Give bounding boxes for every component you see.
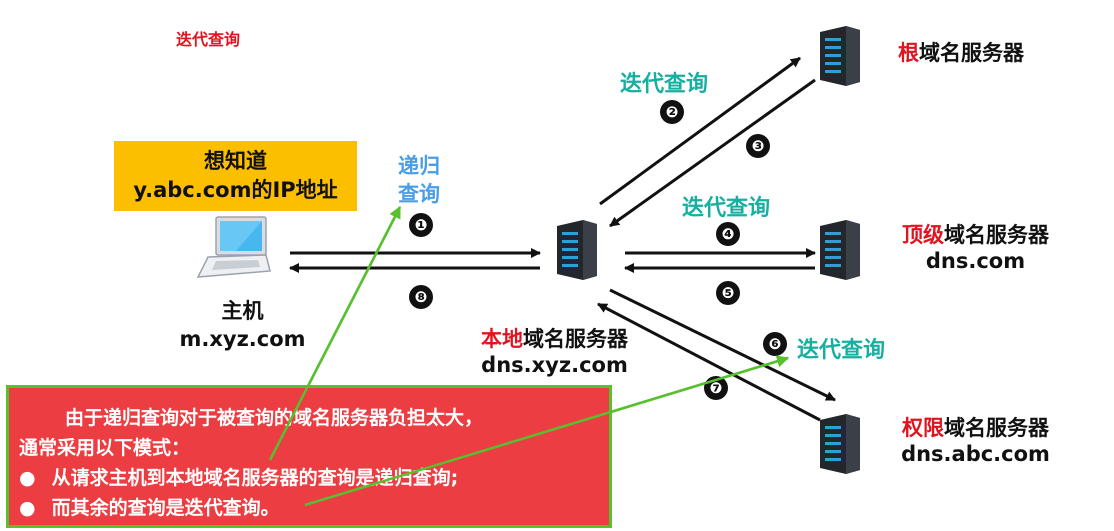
step-3-badge: ❸ — [746, 134, 770, 158]
root-server-label: 根域名服务器 — [898, 40, 1024, 66]
step-6-badge: ❻ — [763, 332, 787, 356]
query-line1: 想知道 — [204, 149, 267, 173]
note-bullet1-text: 从请求主机到本地域名服务器的查询是递归查询; — [51, 467, 459, 489]
tld-server-label: 顶级域名服务器 dns.com — [883, 222, 1068, 274]
note-bullet2: 而其余的查询是迭代查询。 — [19, 493, 599, 523]
recursive-line1: 递归 — [398, 154, 440, 178]
tld-server-icon — [816, 218, 864, 284]
step-1-badge: ❶ — [409, 213, 433, 237]
laptop-icon — [196, 215, 274, 287]
local-server-domain: dns.xyz.com — [481, 353, 628, 377]
auth-server-domain: dns.abc.com — [901, 442, 1050, 466]
auth-server-icon — [816, 412, 864, 478]
step-2-badge: ❷ — [660, 100, 684, 124]
note-line2: 通常采用以下模式： — [19, 437, 191, 459]
iterative-label-tld: 迭代查询 — [682, 196, 771, 221]
arrow-step6 — [609, 288, 836, 402]
arrow-step2 — [599, 56, 801, 206]
tld-server-domain: dns.com — [925, 249, 1026, 273]
local-server-label: 本地域名服务器 dns.xyz.com — [462, 326, 647, 378]
host-name: 主机 — [221, 299, 264, 323]
note-box: 由于递归查询对于被查询的域名服务器负担太大， 通常采用以下模式： 从请求主机到本… — [6, 385, 612, 528]
recursive-line2: 查询 — [398, 182, 440, 206]
note-bullet1: 从请求主机到本地域名服务器的查询是递归查询; — [19, 463, 599, 493]
note-bullet2-text: 而其余的查询是迭代查询。 — [51, 497, 280, 519]
query-line2: y.abc.com的IP地址 — [133, 178, 338, 202]
auth-server-label: 权限域名服务器 dns.abc.com — [883, 415, 1068, 467]
host-domain: m.xyz.com — [179, 327, 306, 351]
page-title: 迭代查询 — [176, 30, 241, 49]
host-label: 主机 m.xyz.com — [150, 297, 335, 353]
note-line1: 由于递归查询对于被查询的域名服务器负担太大， — [65, 407, 484, 429]
root-server-suffix: 域名服务器 — [919, 41, 1024, 65]
local-server-icon — [553, 218, 601, 284]
auth-server-suffix: 域名服务器 — [944, 416, 1049, 440]
auth-server-prefix: 权限 — [902, 416, 944, 440]
root-server-prefix: 根 — [898, 41, 919, 65]
step-4-badge: ❹ — [716, 222, 740, 246]
tld-server-suffix: 域名服务器 — [944, 223, 1049, 247]
root-server-icon — [816, 24, 864, 90]
local-server-prefix: 本地 — [481, 327, 523, 351]
iterative-label-root: 迭代查询 — [620, 72, 709, 97]
local-server-suffix: 域名服务器 — [523, 327, 628, 351]
recursive-query-label: 递归 查询 — [398, 152, 440, 208]
step-8-badge: ❽ — [409, 285, 433, 309]
arrow-step3 — [609, 78, 816, 228]
tld-server-prefix: 顶级 — [902, 223, 944, 247]
step-7-badge: ❼ — [704, 376, 728, 400]
iterative-label-auth: 迭代查询 — [797, 338, 886, 363]
query-box: 想知道 y.abc.com的IP地址 — [114, 141, 357, 211]
step-5-badge: ❺ — [716, 281, 740, 305]
